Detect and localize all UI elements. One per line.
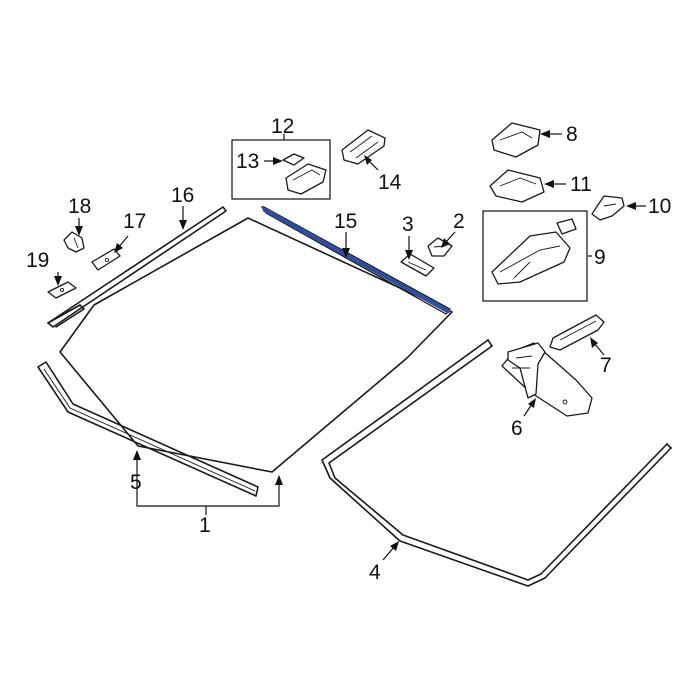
windshield-upper-molding-highlighted [260, 206, 451, 315]
mirror-bracket-group [482, 210, 588, 302]
lower-molding-strip [37, 361, 259, 497]
callout-19: 19 [26, 249, 49, 272]
callout-14: 14 [378, 171, 402, 194]
callout-15: 15 [334, 210, 357, 233]
clip-part-19 [47, 281, 77, 299]
callout-7: 7 [600, 354, 612, 377]
leader-lines [54, 130, 646, 561]
callout-13: 13 [236, 150, 259, 173]
mounting-clip [591, 195, 625, 221]
sensor-cover-part-14 [341, 129, 386, 165]
callout-5: 5 [130, 471, 142, 494]
callout-1: 1 [199, 514, 211, 537]
mirror-cover [549, 314, 605, 351]
callout-2: 2 [453, 210, 465, 233]
side-molding-strip [47, 206, 227, 328]
callout-11: 11 [570, 173, 592, 196]
clip-part-17 [91, 248, 121, 271]
clip-part-2 [427, 237, 453, 257]
sensor-group-box [231, 139, 331, 200]
callout-16: 16 [171, 184, 194, 207]
callout-3: 3 [402, 213, 414, 236]
rear-view-mirror [501, 342, 593, 417]
sensor-bracket-lower [489, 169, 545, 203]
callout-12: 12 [271, 115, 294, 138]
callout-labels: 1 2 3 4 5 6 7 8 9 10 11 12 13 14 15 16 1… [26, 115, 671, 584]
callout-6: 6 [511, 417, 523, 440]
callout-4: 4 [369, 561, 381, 584]
spacer-part-3 [400, 253, 435, 277]
callout-8: 8 [566, 123, 578, 146]
callout-18: 18 [68, 195, 91, 218]
callout-17: 17 [123, 210, 146, 233]
callout-10: 10 [648, 195, 671, 218]
sensor-bracket-upper [491, 122, 541, 158]
windshield-frame-seal [321, 339, 672, 587]
push-clip-part-18 [63, 231, 85, 253]
windshield-glass [59, 217, 453, 473]
callout-9: 9 [594, 246, 606, 269]
